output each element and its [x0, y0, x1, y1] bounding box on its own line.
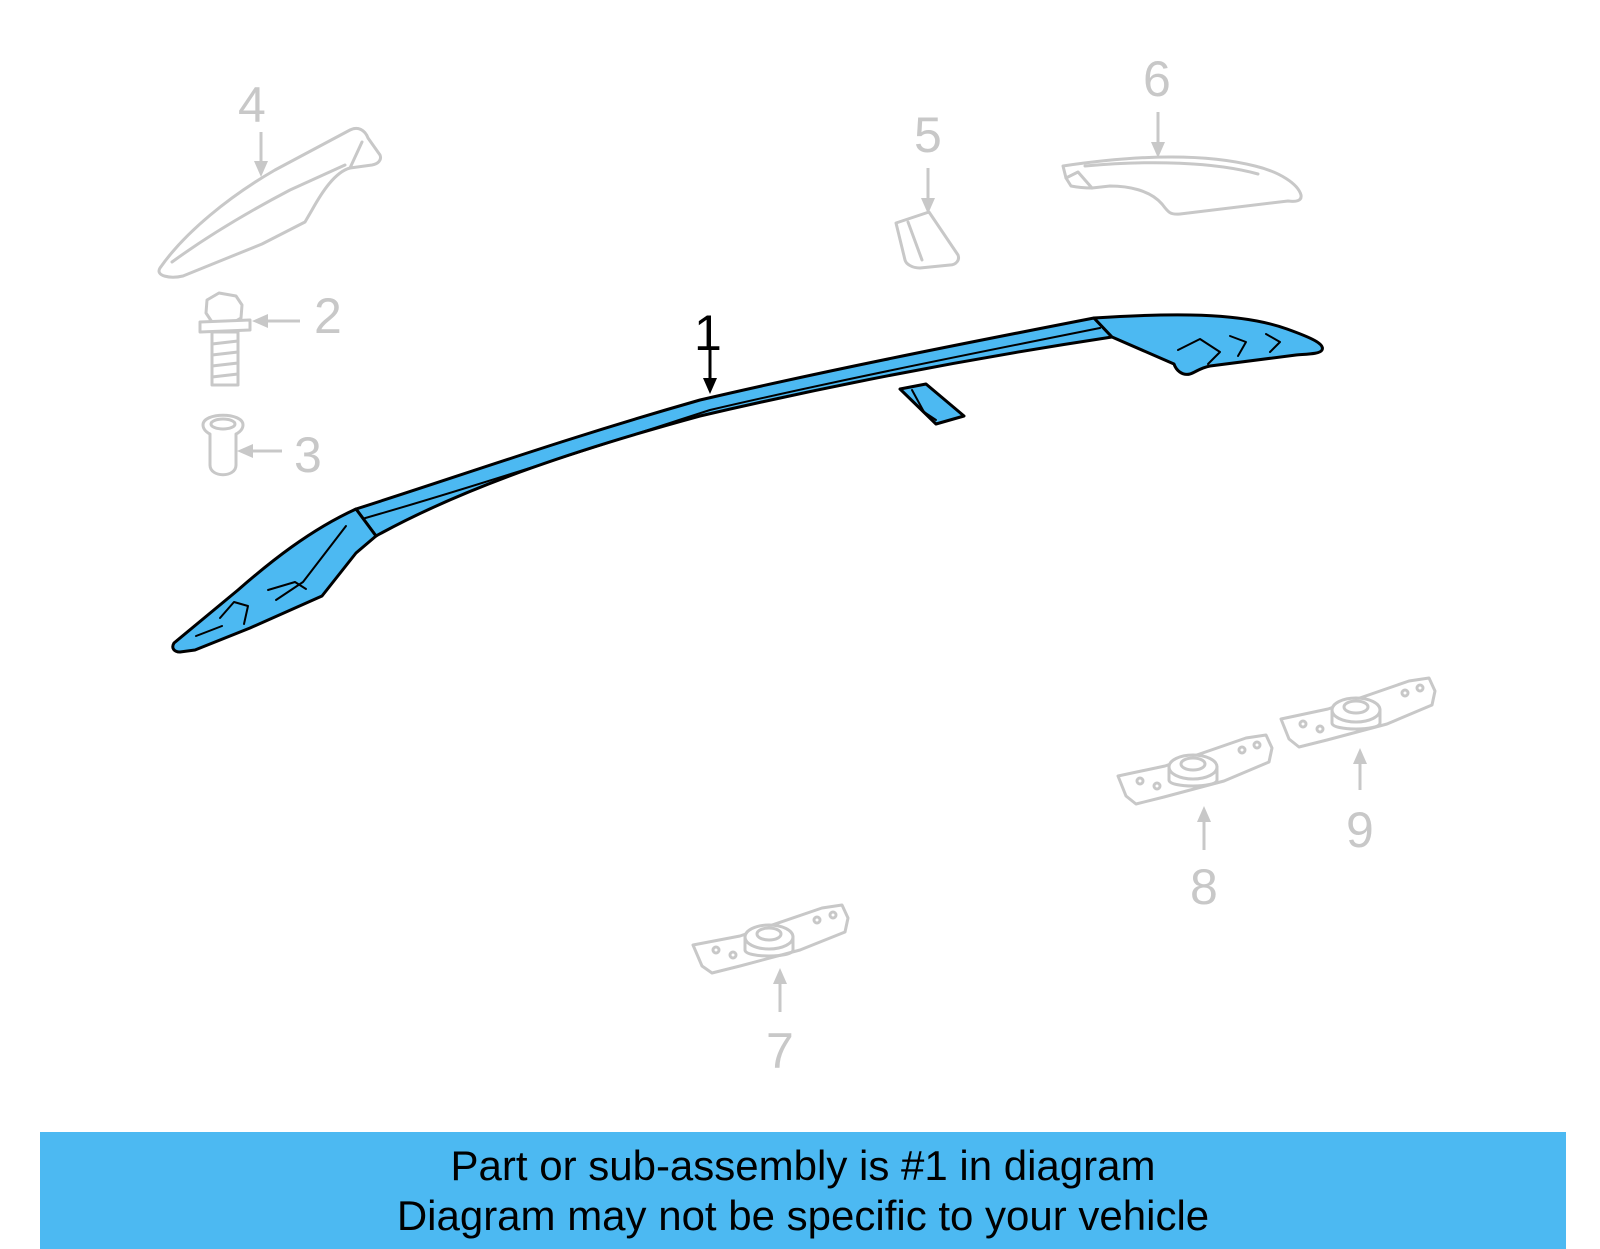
callout-5-label: 5: [914, 107, 942, 163]
callout-2: 2: [252, 288, 342, 344]
part-1-roof-rail[interactable]: [171, 313, 1324, 654]
part-9-bracket[interactable]: [1279, 676, 1437, 749]
roof-rail-bar: [354, 316, 1114, 538]
banner-line-1: Part or sub-assembly is #1 in diagram: [450, 1141, 1156, 1189]
part-7-bracket[interactable]: [691, 903, 850, 975]
callout-1: 1: [694, 305, 722, 394]
callout-3: 3: [237, 427, 322, 483]
part-2-bolt[interactable]: [198, 291, 252, 387]
callout-2-label: 2: [314, 288, 342, 344]
callout-7: 7: [766, 968, 794, 1079]
callout-3-label: 3: [294, 427, 322, 483]
callout-4: 4: [238, 77, 268, 177]
callout-9-label: 9: [1346, 802, 1374, 858]
callout-4-label: 4: [238, 77, 266, 133]
callout-6-label: 6: [1143, 51, 1171, 107]
callout-8-label: 8: [1190, 859, 1218, 915]
callout-6: 6: [1143, 51, 1171, 158]
callout-7-label: 7: [766, 1023, 794, 1079]
roof-rail-rear-foot: [171, 507, 378, 654]
callout-9: 9: [1346, 748, 1374, 858]
part-6-end-cap[interactable]: [1061, 155, 1303, 216]
part-8-bracket[interactable]: [1116, 733, 1274, 806]
callout-5: 5: [914, 107, 942, 214]
info-banner: Part or sub-assembly is #1 in diagram Di…: [40, 1132, 1566, 1249]
callout-8: 8: [1190, 806, 1218, 915]
callout-1-label: 1: [694, 305, 722, 361]
part-3-clip[interactable]: [201, 413, 245, 477]
banner-line-2: Diagram may not be specific to your vehi…: [396, 1191, 1210, 1239]
part-5-cover[interactable]: [894, 210, 960, 270]
part-4-end-cap[interactable]: [157, 126, 382, 279]
